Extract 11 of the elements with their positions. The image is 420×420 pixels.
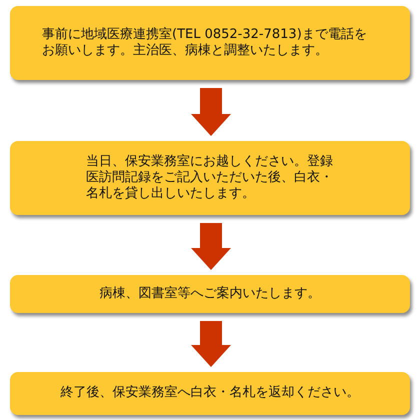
step-box — [10, 372, 410, 415]
step-box — [10, 141, 410, 215]
step-text: 当日、保安業務室にお越しください。登録医訪問記録をご記入いただいた後、白衣・名札を貸し出しいたします。 — [86, 154, 334, 202]
arrow — [191, 321, 231, 367]
step-text: 事前に地域医療連携室(TEL 0852-32-7813)まで電話をお願いします。主治医、病棟と調整いたします。 — [42, 26, 368, 60]
step-text: 病棟、図書室等へご案内いたします。 — [98, 286, 322, 302]
arrow — [191, 223, 231, 270]
step-box — [10, 6, 410, 80]
step-box — [10, 275, 410, 313]
step-text: 終了後、保安業務室へ白衣・名札を返却ください。 — [60, 385, 360, 402]
arrow — [191, 88, 231, 136]
